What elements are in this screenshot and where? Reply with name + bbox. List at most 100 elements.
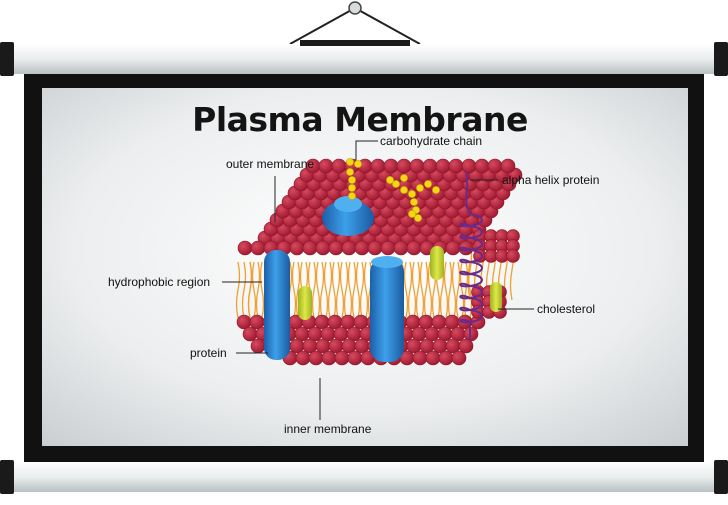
lipid-head (500, 158, 516, 174)
lipid-tail (323, 261, 329, 319)
lipid-head (422, 158, 438, 174)
lipid-head (393, 240, 409, 256)
membrane-illustration (235, 158, 523, 366)
label-alpha-helix-protein: alpha helix protein (502, 173, 600, 187)
lipid-head (328, 240, 344, 256)
lipid-tail (295, 261, 301, 319)
lipid-tail (339, 261, 345, 319)
lipid-head (506, 249, 520, 263)
carbohydrate-bead (414, 214, 422, 222)
lipid-tail (335, 261, 341, 319)
lipid-head (409, 158, 425, 174)
lipid-tail (331, 261, 337, 319)
lipid-tail (291, 261, 297, 319)
lipid-head (487, 158, 503, 174)
carbohydrate-bead (408, 210, 416, 218)
lipid-head (383, 158, 399, 174)
label-protein: protein (190, 346, 227, 360)
lipid-tail (411, 261, 417, 319)
lipid-head (406, 240, 422, 256)
carbohydrate-bead (416, 184, 424, 192)
lipid-head (308, 350, 324, 366)
hook-icon (348, 1, 362, 15)
carbohydrate-bead (354, 160, 362, 168)
label-cholesterol: cholesterol (537, 302, 596, 316)
lipid-tail (311, 261, 317, 319)
lipid-tail (355, 261, 361, 319)
lipid-tail (447, 261, 453, 319)
lipid-tail (419, 261, 425, 319)
lipid-head (396, 158, 412, 174)
lipid-head (380, 240, 396, 256)
transmembrane-protein-top (371, 256, 403, 268)
lipid-head (347, 350, 363, 366)
lipid-head (367, 240, 383, 256)
lipid-head (289, 240, 305, 256)
carbohydrate-bead (348, 184, 356, 192)
lipid-tail (403, 261, 409, 319)
lipid-head (331, 158, 347, 174)
lipid-tail (235, 261, 241, 319)
top-roller (0, 40, 728, 76)
cholesterol-molecule (490, 282, 502, 312)
cholesterol-molecule (430, 246, 444, 280)
carbohydrate-bead (400, 186, 408, 194)
bottom-roller (0, 460, 728, 494)
hanging-string (289, 1, 421, 45)
lipid-head (321, 350, 337, 366)
lipid-head (458, 338, 474, 354)
carbohydrate-bead (432, 186, 440, 194)
lipid-tail (315, 261, 321, 319)
lipid-tail (259, 261, 265, 319)
lipid-head (295, 350, 311, 366)
lipid-head (250, 338, 266, 354)
cholesterol-molecule (298, 286, 312, 320)
lipid-head (334, 350, 350, 366)
lipid-head (242, 326, 258, 342)
lipid-tail (351, 261, 357, 319)
lipid-head (318, 158, 334, 174)
lipid-head (302, 240, 318, 256)
lipid-tail (451, 261, 457, 319)
lipid-head (412, 350, 428, 366)
label-outer-membrane: outer membrane (226, 157, 315, 171)
lipid-tail (347, 261, 353, 319)
label-hydrophobic-region: hydrophobic region (108, 275, 211, 289)
lipid-tail (427, 261, 433, 319)
carbohydrate-bead (348, 192, 356, 200)
carbohydrate-bead (410, 198, 418, 206)
carbohydrate-bead (386, 176, 394, 184)
lipid-tail (363, 261, 369, 319)
lipid-head (425, 350, 441, 366)
transmembrane-protein-right (370, 258, 404, 362)
surface-protein (322, 200, 374, 236)
lipid-head (341, 240, 357, 256)
lipid-head (451, 350, 467, 366)
carbohydrate-bead (348, 176, 356, 184)
lipid-tail (255, 261, 261, 319)
lipid-tail (443, 261, 449, 319)
alpha-helix-protein (459, 171, 483, 340)
lipid-head (354, 240, 370, 256)
lipid-head (438, 350, 454, 366)
carbohydrate-bead (346, 158, 354, 166)
lipid-head (315, 240, 331, 256)
label-inner-membrane: inner membrane (284, 422, 372, 436)
lipid-head (445, 240, 461, 256)
lipid-tail (359, 261, 365, 319)
surface-protein-top (334, 196, 362, 212)
carbohydrate-bead (424, 180, 432, 188)
lipid-tail (251, 261, 257, 319)
lipid-tail (423, 261, 429, 319)
lipid-tail (455, 261, 461, 319)
lipid-tail (319, 261, 325, 319)
carbohydrate-bead (392, 180, 400, 188)
lipid-head (435, 158, 451, 174)
lipid-head (461, 158, 477, 174)
transmembrane-protein-left (264, 250, 290, 360)
label-carbohydrate-chain: carbohydrate chain (380, 134, 483, 148)
carbohydrate-leader (355, 140, 378, 160)
lipid-tail (407, 261, 413, 319)
lipid-head (448, 158, 464, 174)
